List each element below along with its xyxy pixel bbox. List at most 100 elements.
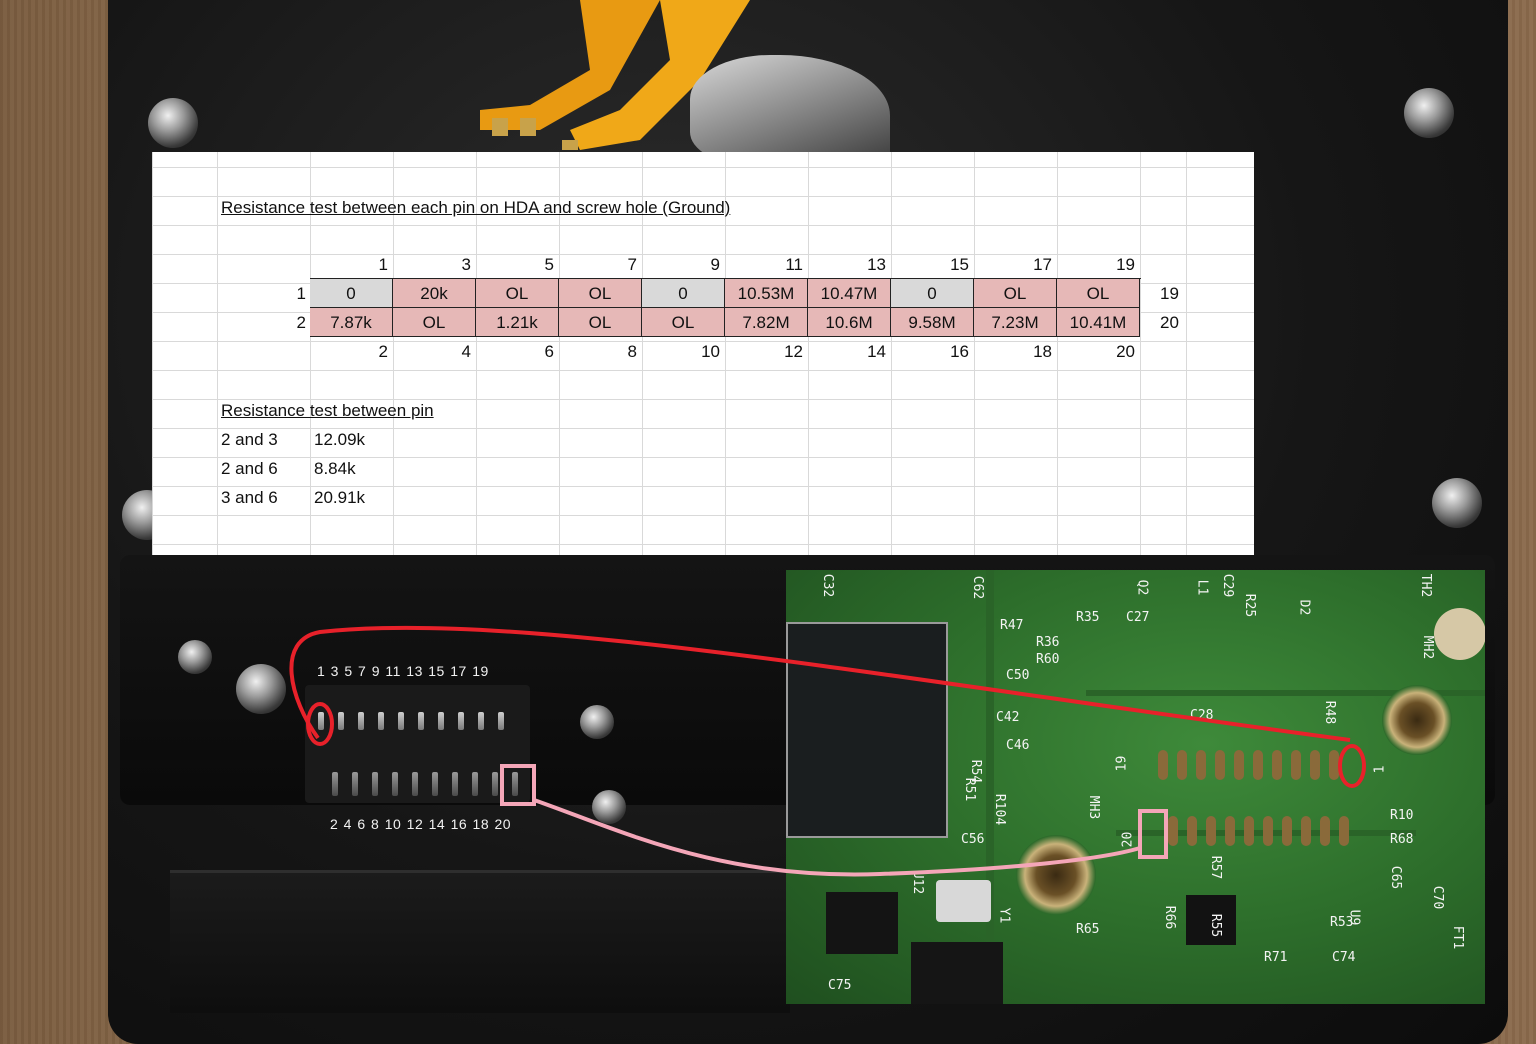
even-pin-number: 6	[544, 342, 554, 361]
contact-pad	[1329, 750, 1339, 780]
odd-pin-number: 15	[950, 255, 969, 274]
controller-chip	[786, 622, 948, 838]
connector-pin	[392, 772, 398, 796]
contact-pad	[1196, 750, 1206, 780]
odd-pin-number: 19	[1116, 255, 1135, 274]
connector-pin	[452, 772, 458, 796]
contact-pad	[1168, 816, 1178, 846]
resistance-cell: 7.82M	[725, 308, 808, 337]
screw	[178, 640, 212, 674]
connector-pin	[398, 712, 404, 730]
odd-pin-number: 1	[378, 255, 388, 274]
pair-value: 8.84k	[314, 459, 356, 478]
row2-right-label: 20	[1160, 313, 1179, 332]
silkscreen-label: R48	[1322, 700, 1338, 725]
silkscreen-label: R47	[1000, 618, 1024, 633]
contact-pad	[1206, 816, 1216, 846]
connector-pin	[432, 772, 438, 796]
flex-cable	[480, 0, 750, 150]
silkscreen-label: U12	[910, 870, 926, 895]
silkscreen-label: Y1	[996, 907, 1012, 924]
contact-pad	[1291, 750, 1301, 780]
silkscreen-label: R51	[962, 777, 978, 802]
even-pin-number: 10	[701, 342, 720, 361]
hard-drive-foot	[170, 870, 790, 1013]
even-pin-number: 8	[627, 342, 637, 361]
odd-pin-number: 9	[710, 255, 720, 274]
silkscreen-label: MH2	[1420, 635, 1436, 660]
pair-label: 2 and 6	[221, 459, 278, 478]
resistance-cell: OL	[559, 308, 642, 337]
odd-pin-number: 17	[1033, 255, 1052, 274]
silkscreen-label: Q2	[1134, 579, 1150, 596]
connector-pin	[352, 772, 358, 796]
sheet-title: Resistance test between each pin on HDA …	[221, 198, 731, 217]
connector-pin	[512, 772, 518, 796]
odd-pin-number: 7	[627, 255, 637, 274]
silkscreen-label: C65	[1388, 865, 1404, 890]
silkscreen-label: TH2	[1418, 573, 1434, 598]
silkscreen-label: C27	[1126, 610, 1150, 625]
resistance-cell: 9.58M	[891, 308, 974, 337]
silkscreen-label: R68	[1390, 832, 1414, 847]
even-pin-number: 18	[1033, 342, 1052, 361]
contact-pad	[1234, 750, 1244, 780]
resistance-cell: 0	[310, 279, 393, 308]
connector-pin	[378, 712, 384, 730]
silkscreen-label: C75	[828, 978, 852, 993]
connector-pin	[498, 712, 504, 730]
odd-pin-number: 11	[785, 255, 803, 274]
connector-pin	[358, 712, 364, 730]
resistance-cell: OL	[393, 308, 476, 337]
resistance-cell: 10.53M	[725, 279, 808, 308]
screw	[1404, 88, 1454, 138]
silkscreen-label: C29	[1220, 573, 1236, 598]
contact-pad	[1158, 750, 1168, 780]
connector-pin	[438, 712, 444, 730]
even-pin-number: 12	[784, 342, 803, 361]
mounting-hole	[1016, 835, 1096, 915]
even-pin-number: 16	[950, 342, 969, 361]
silkscreen-label: C32	[820, 573, 836, 598]
connector-block	[911, 942, 1003, 1004]
even-pin-number: 4	[461, 342, 471, 361]
resistance-cell: 0	[891, 279, 974, 308]
connector-pin	[472, 772, 478, 796]
contact-pad	[1339, 816, 1349, 846]
silkscreen-label: C28	[1190, 708, 1214, 723]
pair-label: 2 and 3	[221, 430, 278, 449]
contact-pad	[1272, 750, 1282, 780]
resistance-cell: 10.41M	[1057, 308, 1140, 337]
silkscreen-label: R10	[1390, 808, 1414, 823]
connector-pin	[478, 712, 484, 730]
connector-pin	[458, 712, 464, 730]
silkscreen-label: L1	[1194, 579, 1210, 596]
spreadsheet: Resistance test between each pin on HDA …	[152, 152, 1254, 555]
contact-pad	[1177, 750, 1187, 780]
silkscreen-label: C56	[961, 832, 985, 847]
resistance-cell: 7.23M	[974, 308, 1057, 337]
contact-pad	[1310, 750, 1320, 780]
contact-pad	[1187, 816, 1197, 846]
contact-pad	[1282, 816, 1292, 846]
silkscreen-label: C42	[996, 710, 1020, 725]
silkscreen-label: R60	[1036, 652, 1060, 667]
silkscreen-label: R53	[1330, 915, 1354, 930]
resistance-cell: OL	[642, 308, 725, 337]
screw	[148, 98, 198, 148]
screw	[580, 705, 614, 739]
screw	[592, 790, 626, 824]
contact-pad	[1320, 816, 1330, 846]
screw	[236, 664, 286, 714]
pair-value: 20.91k	[314, 488, 366, 507]
connector-pin	[418, 712, 424, 730]
pin19-silkscreen: 19	[1114, 755, 1130, 772]
row1-left-label: 1	[296, 284, 306, 303]
silkscreen-label: R71	[1264, 950, 1288, 965]
silkscreen-label: FT1	[1450, 925, 1466, 950]
crystal	[936, 880, 991, 922]
silkscreen-label: C50	[1006, 668, 1030, 683]
silkscreen-label: R104	[992, 793, 1008, 826]
even-pin-number: 20	[1116, 342, 1135, 361]
